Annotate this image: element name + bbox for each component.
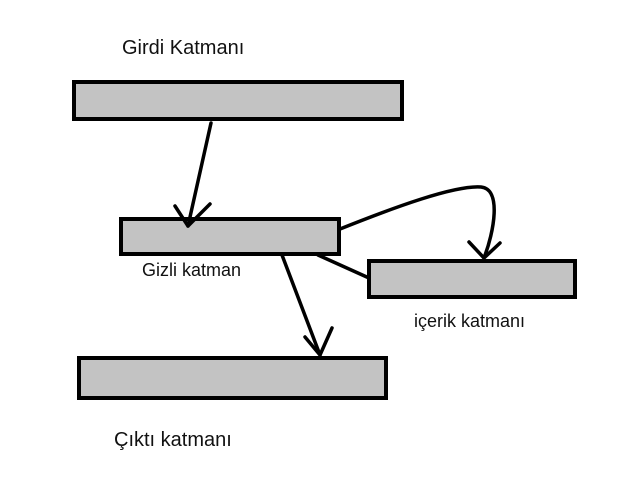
context-layer-label: içerik katmanı	[414, 311, 525, 331]
hidden-layer-box	[119, 217, 341, 256]
input-layer-label: Girdi Katmanı	[122, 37, 244, 59]
hidden-layer-label: Gizli katman	[142, 260, 241, 280]
arrow-hidden-to-output	[280, 253, 334, 357]
line-context-to-hidden	[316, 253, 371, 280]
context-layer-box	[367, 259, 577, 299]
arrow-input-to-hidden	[173, 121, 213, 228]
input-layer-box	[72, 80, 404, 121]
output-layer-label: Çıktı katmanı	[114, 429, 232, 451]
output-layer-box	[77, 356, 388, 400]
arrow-hidden-to-context	[338, 185, 502, 260]
